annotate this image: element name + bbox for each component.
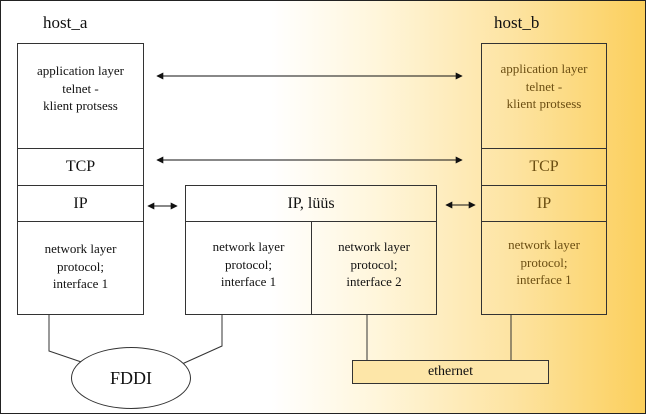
- gateway-ip-layer: IP, lüüs: [185, 185, 437, 222]
- host-b-label: host_b: [494, 13, 540, 32]
- gateway-network-layer-2: network layer protocol; interface 2: [311, 221, 437, 315]
- host-a-label: host_a: [43, 13, 88, 32]
- ethernet-network: ethernet: [352, 360, 549, 384]
- host-a-tcp-layer: TCP: [17, 148, 144, 186]
- fddi-network: FDDI: [71, 347, 191, 409]
- host-a-network-layer: network layer protocol; interface 1: [17, 221, 144, 315]
- gateway-network-layer-1: network layer protocol; interface 1: [185, 221, 312, 315]
- host-b-network-layer: network layer protocol; interface 1: [481, 221, 607, 315]
- host-b-tcp-layer: TCP: [481, 148, 607, 186]
- host-a-application-layer: application layer telnet - klient protse…: [17, 43, 144, 149]
- host-a-ip-layer: IP: [17, 185, 144, 222]
- host-b-application-layer: application layer telnet - klient protse…: [481, 43, 607, 149]
- host-b-ip-layer: IP: [481, 185, 607, 222]
- fddi-link-gateway: [181, 315, 223, 365]
